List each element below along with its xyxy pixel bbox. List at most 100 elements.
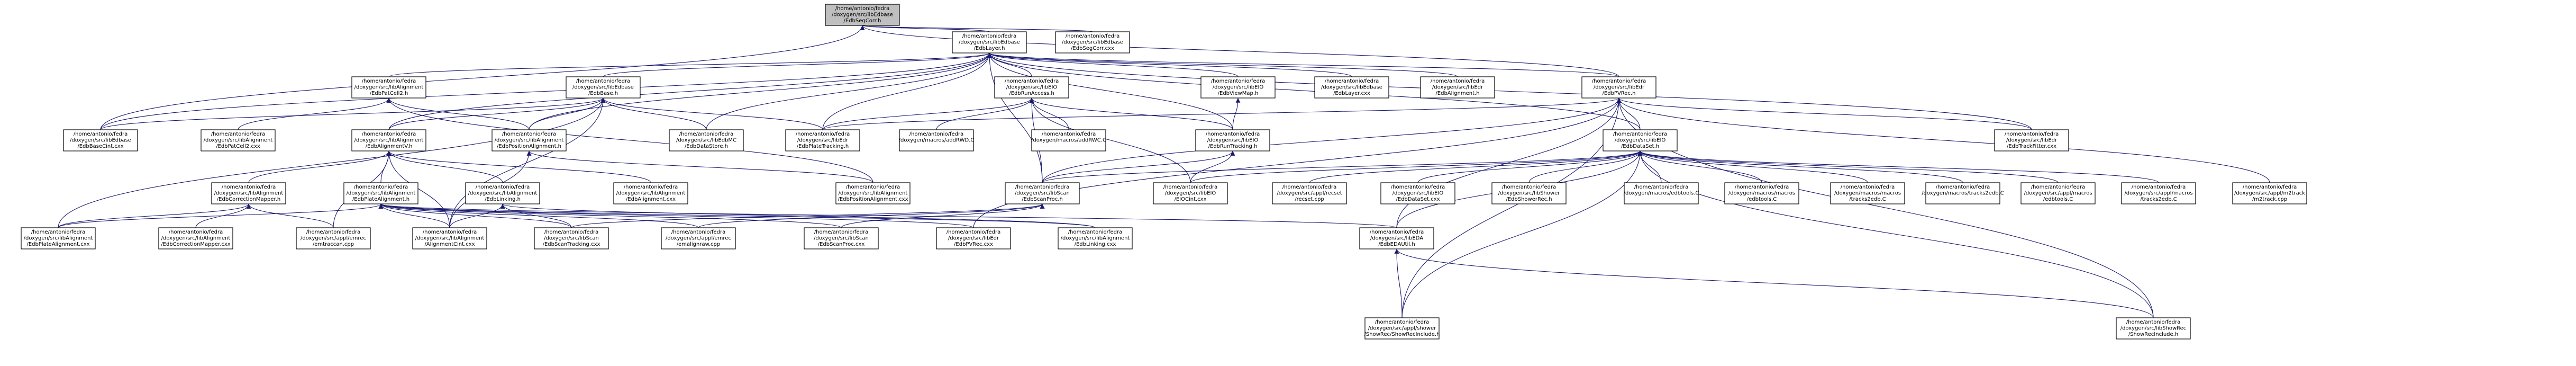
graph-node[interactable]: /home/antonio/fedra/doxygen/src/libAlign… bbox=[201, 129, 276, 151]
node-label-line: /doxygen/src/libEdbase bbox=[70, 138, 131, 144]
graph-node[interactable]: /home/antonio/fedra/doxygen/src/libScan/… bbox=[804, 227, 879, 249]
graph-node[interactable]: /home/antonio/fedra/doxygen/src/libAlign… bbox=[158, 227, 233, 249]
graph-node[interactable]: /home/antonio/fedra/doxygen/src/libEdbas… bbox=[63, 129, 138, 151]
edge-n25-n43 bbox=[698, 203, 1045, 228]
graph-node[interactable]: /home/antonio/fedra/doxygen/src/libEdbas… bbox=[566, 76, 641, 99]
node-label-line: /doxygen/src/libAlignment bbox=[468, 191, 538, 197]
graph-node[interactable]: /home/antonio/fedra/doxygen/src/libEIO/E… bbox=[1603, 129, 1678, 151]
graph-node[interactable]: /home/antonio/fedra/doxygen/src/libEdbas… bbox=[1314, 76, 1389, 99]
graph-node[interactable]: /home/antonio/fedra/doxygen/src/libEIO/E… bbox=[1380, 182, 1455, 204]
graph-node[interactable]: /home/antonio/fedra/doxygen/src/libShowR… bbox=[2116, 317, 2191, 340]
graph-node[interactable]: /home/antonio/fedra/doxygen/src/libEdr/E… bbox=[785, 129, 860, 151]
graph-node[interactable]: /home/antonio/fedra/doxygen/src/libEDA/E… bbox=[1359, 227, 1434, 249]
edge-n22-n43 bbox=[378, 203, 699, 228]
node-label-line: /doxygen/macros/addRWD.C bbox=[899, 138, 975, 144]
node-label-line: /EdbDataStore.h bbox=[685, 144, 728, 149]
node-box bbox=[835, 182, 911, 204]
node-label-line: /EdbAlignment.cxx bbox=[626, 197, 676, 202]
graph-node[interactable]: /home/antonio/fedra/doxygen/src/libAlign… bbox=[491, 129, 567, 151]
graph-node[interactable]: /home/antonio/fedra/doxygen/src/libAlign… bbox=[613, 182, 688, 204]
edge-n19-n28 bbox=[1309, 150, 1643, 183]
node-label-line: /doxygen/src/libAlignment bbox=[415, 236, 485, 242]
edge-n19-n27 bbox=[1190, 150, 1643, 183]
edge-n5-n18 bbox=[1029, 97, 1233, 130]
graph-node[interactable]: /home/antonio/fedra/doxygen/src/appl/sho… bbox=[1364, 317, 1440, 340]
graph-node[interactable]: /home/antonio/fedra/doxygen/src/appl/rec… bbox=[1272, 182, 1347, 204]
node-box bbox=[465, 182, 540, 204]
edge-n19-n33 bbox=[1637, 150, 1868, 183]
graph-node[interactable]: /home/antonio/fedra/doxygen/src/appl/mac… bbox=[2020, 182, 2096, 204]
graph-node[interactable]: /home/antonio/fedra/doxygen/src/libScan/… bbox=[1005, 182, 1080, 204]
graph-node[interactable]: /home/antonio/fedra/doxygen/src/libEIO/E… bbox=[1195, 129, 1270, 151]
node-label-line: /EdbPlateTracking.h bbox=[797, 144, 849, 149]
graph-node[interactable]: /home/antonio/fedra/doxygen/src/libAlign… bbox=[21, 227, 96, 249]
graph-node[interactable]: /home/antonio/fedra/doxygen/src/libAlign… bbox=[412, 227, 487, 249]
edge-n25-n42 bbox=[571, 203, 1045, 228]
node-label-line: /home/antonio/fedra bbox=[31, 229, 85, 235]
node-box bbox=[1359, 227, 1434, 249]
graph-node[interactable]: /home/antonio/fedra/doxygen/src/appl/emr… bbox=[661, 227, 736, 249]
graph-node[interactable]: /home/antonio/fedra/doxygen/src/libEdbas… bbox=[952, 31, 1027, 53]
node-label-line: /doxygen/src/appl/macros bbox=[2124, 191, 2192, 197]
graph-node[interactable]: /home/antonio/fedra/doxygen/src/libEdbas… bbox=[1055, 31, 1130, 53]
node-label-line: /home/antonio/fedra bbox=[1592, 78, 1646, 84]
graph-node[interactable]: /home/antonio/fedra/doxygen/macros/addRW… bbox=[899, 129, 975, 151]
node-box bbox=[1830, 182, 1905, 204]
node-label-line: /EIOCint.cxx bbox=[1174, 197, 1206, 202]
node-box bbox=[804, 227, 879, 249]
graph-node[interactable]: /home/antonio/fedra/doxygen/src/libAlign… bbox=[835, 182, 911, 204]
node-label-line: /home/antonio/fedra bbox=[2243, 184, 2297, 190]
node-label-line: /home/antonio/fedra bbox=[835, 6, 889, 12]
graph-node[interactable]: /home/antonio/fedra/doxygen/src/libAlign… bbox=[1058, 227, 1133, 249]
edge-n4-n13 bbox=[529, 97, 606, 130]
graph-node[interactable]: /home/antonio/fedra/doxygen/src/libAlign… bbox=[351, 76, 426, 99]
graph-node[interactable]: /home/antonio/fedra/doxygen/src/libEIO/E… bbox=[994, 76, 1069, 99]
edge-n1-n25 bbox=[987, 52, 1043, 183]
graph-node[interactable]: /home/antonio/fedra/doxygen/src/libEIO/E… bbox=[1153, 182, 1228, 204]
edge-n22-n47 bbox=[379, 203, 1397, 228]
node-label-line: /home/antonio/fedra bbox=[1634, 184, 1688, 190]
node-label-line: /doxygen/src/libEdr bbox=[1432, 85, 1483, 91]
node-label-line: /home/antonio/fedra bbox=[671, 229, 725, 235]
graph-node[interactable]: /home/antonio/fedra/doxygen/src/appl/mac… bbox=[2121, 182, 2196, 204]
node-label-line: /EdbRunAccess.h bbox=[1009, 91, 1054, 96]
graph-node[interactable]: /home/antonio/fedra/doxygen/src/libAlign… bbox=[465, 182, 540, 204]
node-label-line: /home/antonio/fedra bbox=[1431, 78, 1485, 84]
graph-node[interactable]: /home/antonio/fedra/doxygen/src/libEdbMC… bbox=[669, 129, 744, 151]
graph-node[interactable]: /home/antonio/fedra/doxygen/src/libEdr/E… bbox=[936, 227, 1011, 249]
edge-n5-n27 bbox=[1029, 97, 1191, 183]
node-label-line: /doxygen/macros/addRWC.C bbox=[1031, 138, 1106, 144]
edge-n1-n6 bbox=[987, 52, 1239, 77]
graph-node[interactable]: /home/antonio/fedra/doxygen/src/libAlign… bbox=[211, 182, 286, 204]
node-box bbox=[899, 129, 974, 151]
node-label-line: /doxygen/src/libEIO bbox=[1207, 138, 1259, 144]
graph-node[interactable]: /home/antonio/fedra/doxygen/src/libAlign… bbox=[351, 129, 426, 151]
graph-node[interactable]: /home/antonio/fedra/doxygen/src/appl/m2t… bbox=[2232, 182, 2307, 204]
graph-node[interactable]: /home/antonio/fedra/doxygen/macros/addRW… bbox=[1031, 129, 1106, 151]
graph-node[interactable]: /home/antonio/fedra/doxygen/src/libScan/… bbox=[534, 227, 609, 249]
node-label-line: /doxygen/src/libEIO bbox=[1165, 191, 1216, 197]
graph-node[interactable]: /home/antonio/fedra/doxygen/src/libEdr/E… bbox=[1994, 129, 2069, 151]
graph-node[interactable]: /home/antonio/fedra/doxygen/src/libEdr/E… bbox=[1420, 76, 1495, 99]
graph-node[interactable]: /home/antonio/fedra/doxygen/macros/macro… bbox=[1724, 182, 1799, 204]
graph-node[interactable]: /home/antonio/fedra/doxygen/src/libEdbas… bbox=[825, 4, 900, 26]
node-label-line: /doxygen/macros/edbtools.C bbox=[1624, 191, 1699, 197]
graph-node[interactable]: /home/antonio/fedra/doxygen/macros/edbto… bbox=[1624, 182, 1699, 204]
node-label-line: /home/antonio/fedra bbox=[962, 33, 1016, 39]
node-label-line: /doxygen/src/libEdr bbox=[2006, 138, 2058, 144]
edge-n4-n14 bbox=[600, 97, 707, 130]
node-box bbox=[2121, 182, 2196, 204]
edge-n6-n18 bbox=[1232, 97, 1241, 130]
edge-n1-n4 bbox=[603, 52, 992, 77]
graph-node[interactable]: /home/antonio/fedra/doxygen/src/libAlign… bbox=[343, 182, 418, 204]
graph-node[interactable]: /home/antonio/fedra/doxygen/macros/macro… bbox=[1830, 182, 1905, 204]
graph-node[interactable]: /home/antonio/fedra/doxygen/src/libEIO/E… bbox=[1200, 76, 1276, 99]
graph-node[interactable]: /home/antonio/fedra/doxygen/src/appl/emr… bbox=[296, 227, 371, 249]
edge-n21-n38 bbox=[58, 203, 251, 228]
edge-n4-n15 bbox=[600, 97, 823, 130]
graph-node[interactable]: /home/antonio/fedra/doxygen/src/libShowe… bbox=[1491, 182, 1567, 204]
graph-node[interactable]: /home/antonio/fedra/doxygen/macros/track… bbox=[1922, 182, 2004, 204]
node-box bbox=[994, 76, 1069, 99]
graph-node[interactable]: /home/antonio/fedra/doxygen/src/libEdr/E… bbox=[1581, 76, 1656, 99]
node-label-line: /EdbTrackFitter.cxx bbox=[2007, 144, 2056, 149]
